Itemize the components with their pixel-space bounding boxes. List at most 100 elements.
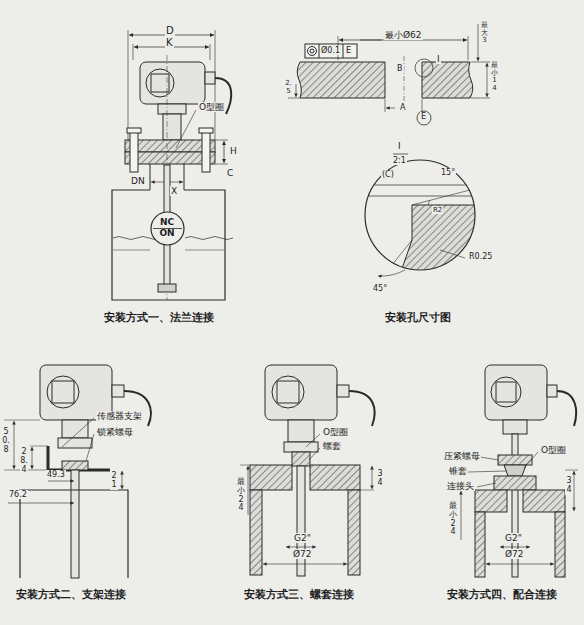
path-stroke bbox=[504, 465, 526, 476]
circle-stroke bbox=[310, 49, 314, 53]
part-label: O型圈 bbox=[198, 102, 225, 112]
line-stroke bbox=[480, 457, 499, 460]
path-stroke bbox=[557, 391, 576, 426]
rect-stroke bbox=[523, 490, 565, 512]
line-stroke bbox=[500, 547, 530, 548]
rect-stroke bbox=[71, 470, 79, 578]
rect-stroke bbox=[288, 420, 314, 442]
datum-letter: E bbox=[420, 112, 427, 121]
line-stroke bbox=[309, 448, 320, 460]
dimension-label: G2" bbox=[504, 533, 523, 543]
line-stroke bbox=[461, 491, 462, 540]
line-stroke bbox=[486, 564, 554, 565]
caption: 安装方式三、螺套连接 bbox=[243, 589, 355, 602]
line-stroke bbox=[471, 98, 490, 99]
line-stroke bbox=[30, 446, 48, 447]
rect-stroke bbox=[151, 74, 169, 92]
sleeve-mount-figure bbox=[240, 365, 375, 576]
rect-stroke bbox=[199, 128, 213, 133]
line-stroke bbox=[360, 196, 480, 197]
dimension-label: 76.2 bbox=[8, 490, 28, 499]
line-stroke bbox=[288, 98, 300, 99]
line-stroke bbox=[440, 250, 465, 258]
circle-stroke bbox=[415, 59, 433, 77]
line-stroke bbox=[468, 36, 469, 60]
dimension-label: 21 bbox=[110, 472, 118, 490]
line-stroke bbox=[263, 564, 347, 565]
line-stroke bbox=[385, 99, 386, 112]
rect-stroke bbox=[297, 466, 305, 576]
dimension-letter: B bbox=[396, 64, 404, 73]
line-stroke bbox=[122, 471, 123, 489]
dimension-label: Ø72 bbox=[292, 549, 313, 559]
circle-stroke bbox=[417, 111, 431, 125]
detail-mark: I bbox=[436, 54, 441, 64]
line-stroke bbox=[412, 190, 470, 205]
caption: 安装方式一、法兰连接 bbox=[103, 312, 215, 325]
circle-stroke bbox=[47, 376, 79, 408]
switch-state-circle: NCON bbox=[150, 211, 185, 246]
detail-view bbox=[360, 154, 480, 280]
rect-stroke bbox=[58, 438, 92, 448]
circle-stroke bbox=[146, 69, 174, 97]
bracket-mount-figure bbox=[4, 365, 151, 578]
line-stroke bbox=[286, 547, 316, 548]
flange-mount-figure bbox=[112, 30, 233, 300]
path-stroke bbox=[428, 200, 430, 205]
path-stroke bbox=[422, 62, 473, 98]
rect-stroke bbox=[158, 104, 186, 114]
dimension-label: 最小24 bbox=[449, 502, 457, 537]
part-label: 传感器支架 bbox=[96, 411, 143, 421]
circle-stroke bbox=[365, 160, 475, 270]
dimension-label: G2" bbox=[293, 533, 312, 543]
rect-stroke bbox=[62, 461, 88, 470]
circle-stroke bbox=[308, 47, 317, 56]
line-stroke bbox=[468, 471, 506, 472]
line-stroke bbox=[306, 434, 320, 447]
line-stroke bbox=[393, 154, 408, 155]
line-stroke bbox=[574, 471, 575, 511]
part-label: 螺套 bbox=[322, 441, 342, 451]
rect-stroke bbox=[547, 385, 557, 397]
state-label: NC bbox=[150, 217, 185, 228]
rect-stroke bbox=[202, 132, 210, 172]
angle-label: 45° bbox=[372, 284, 388, 293]
detail-mark: I bbox=[397, 141, 402, 151]
dimension-label: Ø72 bbox=[504, 549, 525, 559]
dimension-label: 最小24 bbox=[237, 478, 245, 513]
line-stroke bbox=[133, 44, 134, 60]
line-stroke bbox=[296, 84, 297, 97]
rect-stroke bbox=[555, 512, 565, 577]
circle-stroke bbox=[491, 377, 521, 407]
datum-letter: E bbox=[345, 46, 352, 55]
dimension-letter: C bbox=[226, 168, 234, 178]
line-stroke bbox=[386, 108, 395, 109]
line-stroke bbox=[4, 420, 40, 421]
view-letter: (C) bbox=[381, 170, 395, 179]
dimension-label: 34 bbox=[376, 470, 384, 488]
g-stroke bbox=[360, 185, 480, 280]
radius-label: R0.25 bbox=[468, 252, 493, 261]
rect-stroke bbox=[498, 455, 532, 465]
caption: 安装孔尺寸图 bbox=[384, 312, 452, 325]
rect-stroke bbox=[127, 128, 141, 133]
line-stroke bbox=[216, 140, 228, 141]
dimension-label: 50.8 bbox=[2, 428, 10, 454]
rect-stroke bbox=[277, 381, 299, 403]
line-stroke bbox=[477, 483, 496, 487]
dimension-label: 最小14 bbox=[491, 62, 498, 93]
line-stroke bbox=[487, 63, 488, 97]
circle-border bbox=[151, 212, 184, 245]
path-stroke bbox=[378, 270, 405, 276]
radius-label: R2 bbox=[432, 206, 443, 214]
rect-stroke bbox=[310, 465, 360, 490]
part-label: 锥套 bbox=[448, 466, 468, 476]
line-stroke bbox=[524, 452, 538, 468]
part-label: 连接头 bbox=[446, 481, 475, 491]
dimension-label: 最大3 bbox=[481, 22, 488, 45]
part-label: O型圈 bbox=[322, 427, 349, 437]
tolerance-value: Ø0.1 bbox=[320, 46, 341, 55]
path-stroke bbox=[349, 391, 375, 426]
dimension-letter: D bbox=[165, 25, 175, 37]
